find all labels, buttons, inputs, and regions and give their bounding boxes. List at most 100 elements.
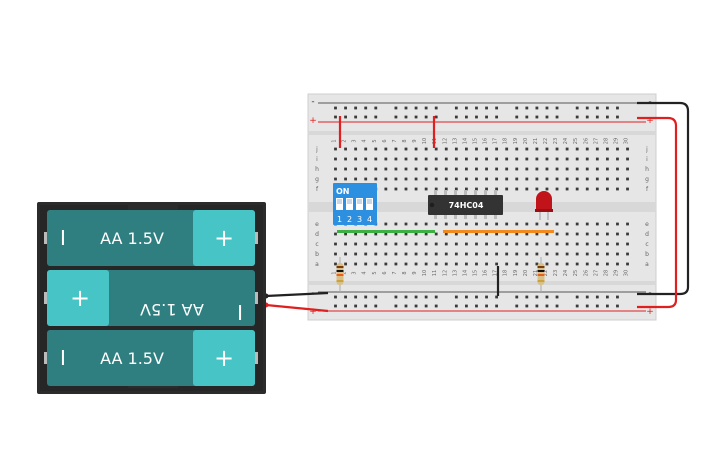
terminal-hole[interactable] (565, 242, 569, 246)
terminal-hole[interactable] (434, 157, 438, 161)
terminal-hole[interactable] (595, 242, 599, 246)
rail-hole[interactable] (334, 106, 337, 110)
rail-hole[interactable] (394, 106, 398, 110)
rail-hole[interactable] (394, 115, 398, 119)
terminal-hole[interactable] (585, 167, 589, 171)
terminal-hole[interactable] (555, 252, 559, 256)
rail-hole[interactable] (404, 295, 408, 299)
terminal-hole[interactable] (344, 147, 347, 151)
terminal-hole[interactable] (495, 187, 499, 191)
rail-hole[interactable] (515, 295, 519, 299)
terminal-hole[interactable] (404, 157, 408, 161)
terminal-hole[interactable] (384, 232, 388, 236)
rail-hole[interactable] (605, 106, 609, 110)
rail-hole[interactable] (344, 304, 347, 308)
rail-hole[interactable] (495, 106, 499, 110)
terminal-hole[interactable] (605, 222, 609, 226)
terminal-hole[interactable] (364, 147, 368, 151)
terminal-hole[interactable] (465, 157, 468, 161)
terminal-hole[interactable] (384, 252, 388, 256)
terminal-hole[interactable] (404, 177, 408, 181)
terminal-hole[interactable] (344, 232, 347, 236)
terminal-hole[interactable] (555, 262, 559, 266)
rail-hole[interactable] (495, 115, 499, 119)
rail-hole[interactable] (515, 106, 519, 110)
terminal-hole[interactable] (465, 262, 468, 266)
terminal-hole[interactable] (515, 157, 519, 161)
rail-hole[interactable] (374, 304, 378, 308)
rail-hole[interactable] (585, 106, 589, 110)
terminal-hole[interactable] (555, 167, 559, 171)
terminal-hole[interactable] (565, 262, 569, 266)
terminal-hole[interactable] (626, 232, 629, 236)
terminal-hole[interactable] (374, 167, 378, 171)
rail-hole[interactable] (545, 115, 549, 119)
terminal-hole[interactable] (535, 232, 539, 236)
rail-hole[interactable] (595, 106, 599, 110)
terminal-hole[interactable] (575, 187, 579, 191)
terminal-hole[interactable] (414, 177, 418, 181)
terminal-hole[interactable] (575, 222, 579, 226)
terminal-hole[interactable] (495, 177, 499, 181)
terminal-hole[interactable] (616, 222, 619, 226)
terminal-hole[interactable] (535, 157, 539, 161)
terminal-hole[interactable] (475, 187, 478, 191)
terminal-hole[interactable] (364, 177, 368, 181)
terminal-hole[interactable] (374, 147, 378, 151)
rail-hole[interactable] (595, 295, 599, 299)
led-red[interactable] (535, 191, 553, 220)
terminal-hole[interactable] (555, 157, 559, 161)
terminal-hole[interactable] (616, 147, 619, 151)
terminal-hole[interactable] (545, 262, 549, 266)
terminal-hole[interactable] (475, 232, 478, 236)
terminal-hole[interactable] (354, 262, 358, 266)
terminal-hole[interactable] (465, 242, 468, 246)
terminal-hole[interactable] (626, 177, 629, 181)
terminal-hole[interactable] (575, 262, 579, 266)
terminal-hole[interactable] (575, 242, 579, 246)
rail-hole[interactable] (485, 106, 488, 110)
rail-hole[interactable] (485, 304, 488, 308)
terminal-hole[interactable] (505, 177, 509, 181)
rail-hole[interactable] (605, 295, 609, 299)
rail-hole[interactable] (465, 106, 468, 110)
terminal-hole[interactable] (434, 177, 438, 181)
rail-hole[interactable] (414, 106, 418, 110)
terminal-hole[interactable] (515, 177, 519, 181)
rail-hole[interactable] (454, 295, 458, 299)
terminal-hole[interactable] (626, 187, 629, 191)
terminal-hole[interactable] (595, 252, 599, 256)
rail-hole[interactable] (454, 304, 458, 308)
terminal-hole[interactable] (545, 187, 549, 191)
terminal-hole[interactable] (616, 177, 619, 181)
terminal-hole[interactable] (616, 252, 619, 256)
terminal-hole[interactable] (384, 222, 388, 226)
terminal-hole[interactable] (424, 157, 428, 161)
terminal-hole[interactable] (595, 232, 599, 236)
terminal-hole[interactable] (414, 242, 418, 246)
terminal-hole[interactable] (354, 167, 358, 171)
rail-hole[interactable] (545, 295, 549, 299)
terminal-hole[interactable] (475, 242, 478, 246)
terminal-hole[interactable] (495, 252, 499, 256)
rail-hole[interactable] (535, 106, 539, 110)
terminal-hole[interactable] (354, 242, 358, 246)
terminal-hole[interactable] (404, 262, 408, 266)
terminal-hole[interactable] (384, 242, 388, 246)
terminal-hole[interactable] (334, 252, 337, 256)
terminal-hole[interactable] (364, 167, 368, 171)
rail-hole[interactable] (364, 106, 368, 110)
terminal-hole[interactable] (575, 157, 579, 161)
terminal-hole[interactable] (404, 147, 408, 151)
rail-hole[interactable] (354, 295, 358, 299)
resistor-2[interactable] (537, 257, 545, 292)
terminal-hole[interactable] (394, 187, 398, 191)
rail-hole[interactable] (555, 106, 559, 110)
rail-hole[interactable] (334, 295, 337, 299)
terminal-hole[interactable] (525, 232, 529, 236)
terminal-hole[interactable] (626, 167, 629, 171)
terminal-hole[interactable] (334, 177, 337, 181)
terminal-hole[interactable] (344, 177, 347, 181)
rail-hole[interactable] (605, 304, 609, 308)
terminal-hole[interactable] (434, 147, 438, 151)
